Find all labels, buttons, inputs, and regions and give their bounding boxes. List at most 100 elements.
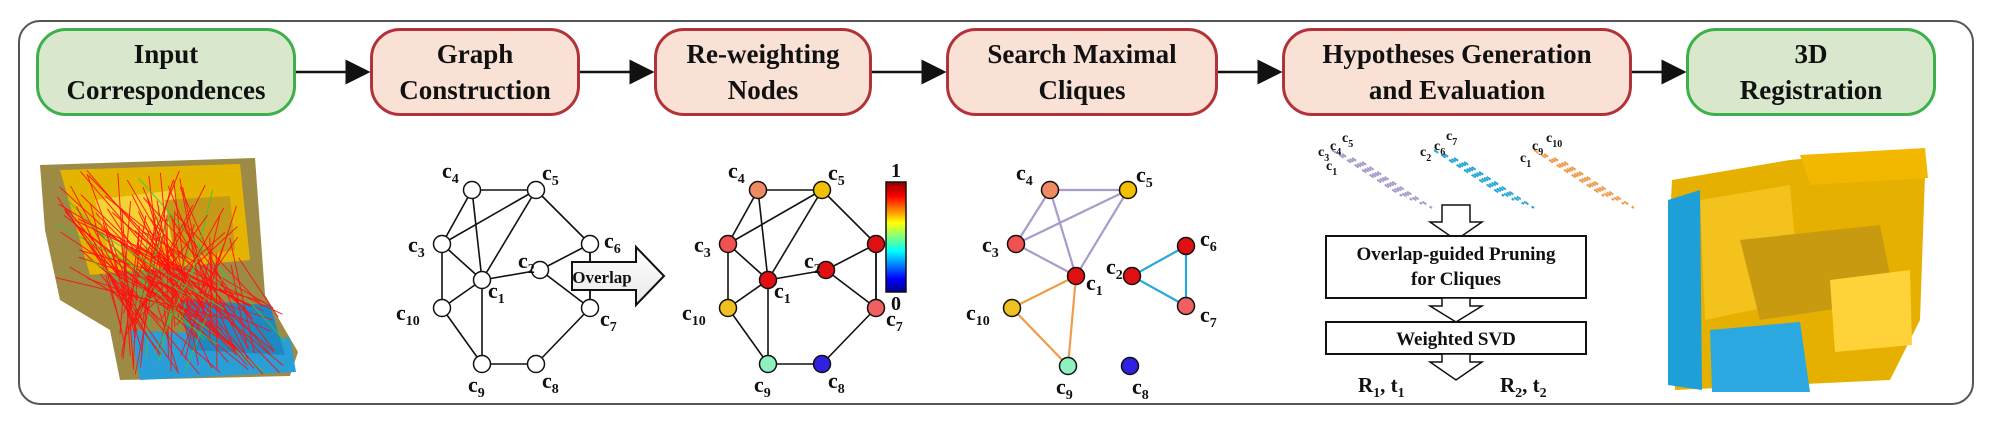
correspondence-line (114, 259, 199, 340)
node-c7 (1176, 296, 1196, 316)
node-label-c1: c1 (488, 278, 505, 307)
clique-edge (1015, 243, 1077, 277)
clique-edge (1048, 189, 1078, 277)
node-c10 (718, 298, 738, 318)
graph-edge (441, 307, 483, 365)
node-label-c5: c5 (1136, 162, 1153, 191)
correspondence-line (148, 175, 169, 337)
node-c7 (580, 298, 600, 318)
node-label-c10: c10 (966, 300, 990, 329)
node-label-c8: c8 (542, 368, 559, 397)
node-c3 (718, 234, 738, 254)
correspondence-line (180, 243, 225, 356)
stage-label-line2: and Evaluation (1368, 75, 1546, 105)
stage-graph-construction: Graph Construction (370, 28, 580, 116)
node-c4 (1040, 180, 1060, 200)
hypothesis-correspondence-line (1361, 161, 1433, 209)
graph-edge (539, 269, 591, 309)
graph-edge (471, 189, 483, 281)
node-c9 (472, 354, 492, 374)
node-c1 (758, 270, 778, 290)
node-label-c3: c3 (982, 232, 999, 261)
stage-label-line1: Re-weighting (686, 39, 840, 69)
correspondence-line (153, 246, 204, 355)
overlap-arrow: Overlap (571, 244, 666, 308)
stage-label-line1: Search Maximal (987, 39, 1177, 69)
node-label-c4: c4 (442, 158, 459, 187)
correspondence-line (124, 204, 194, 338)
colorbar-max-label: 1 (891, 160, 901, 182)
graph-edge (825, 243, 877, 271)
correspondence-line (80, 249, 221, 373)
node-label-c4: c4 (1016, 160, 1033, 189)
correspondence-line (75, 224, 192, 318)
correspondence-line (65, 197, 205, 341)
correspondence-line (170, 210, 176, 372)
correspondence-line (230, 264, 248, 349)
hypothesis-1-label: R1, t1 (1358, 373, 1405, 401)
weighted-svd-label: Weighted SVD (1396, 329, 1516, 350)
clique-edge (1015, 189, 1129, 245)
correspondence-line (156, 200, 180, 318)
correspondence-line (175, 213, 264, 308)
correspondence-line (54, 223, 199, 301)
graph-edge (767, 269, 827, 281)
node-label-c5: c5 (828, 160, 845, 189)
stage-label-line2: Nodes (727, 75, 799, 105)
correspondence-line (180, 224, 275, 352)
graph-edge (821, 307, 877, 365)
clique-edge (1075, 189, 1129, 277)
weighted-svd-box (1325, 321, 1587, 355)
hypothesis-correspondence-line (1433, 149, 1505, 197)
node-label-c7: c7 (600, 306, 617, 335)
node-c2 (1122, 266, 1142, 286)
correspondence-line (111, 212, 275, 353)
hypothesis-2-label: R2, t2 (1500, 373, 1547, 401)
node-label-c4: c4 (1330, 139, 1341, 158)
node-label-c9: c9 (754, 372, 771, 401)
registration-result-image (1668, 148, 1928, 392)
correspondence-line (70, 185, 146, 325)
node-c6 (1176, 236, 1196, 256)
correspondence-line (229, 238, 255, 354)
node-c6 (580, 234, 600, 254)
overlap-label: Overlap (572, 268, 632, 287)
correspondence-line (184, 215, 221, 360)
stage-label-line2: Registration (1739, 75, 1883, 105)
down-arrow-icon (1427, 297, 1485, 323)
node-label-c1: c1 (1520, 151, 1531, 170)
node-label-c3: c3 (694, 232, 711, 261)
stage-label-line2: Correspondences (66, 75, 266, 105)
stage-label-line1: Graph (436, 39, 514, 69)
node-label-c7: c7 (1200, 302, 1217, 331)
node-c8 (1120, 356, 1140, 376)
hypothesis-correspondence-line (1563, 161, 1635, 209)
stage-3d-registration: 3D Registration (1686, 28, 1936, 116)
node-c3 (432, 234, 452, 254)
clique-edge (1131, 245, 1187, 277)
correspondence-line (238, 257, 279, 318)
graph-edge (535, 189, 591, 245)
node-c4 (462, 180, 482, 200)
graph-edge (535, 307, 591, 365)
correspondence-line (167, 185, 237, 354)
node-c5 (812, 180, 832, 200)
correspondence-line (121, 208, 135, 370)
correspondence-line (55, 277, 226, 320)
correspondence-line (126, 271, 249, 370)
node-c2 (530, 260, 550, 280)
correspondence-line (102, 222, 137, 338)
hypothesis-correspondence-line (1553, 157, 1625, 205)
graph-edge (821, 189, 877, 245)
node-label-c3: c3 (408, 232, 425, 261)
node-label-c7: c7 (886, 306, 903, 335)
hypothesis-correspondence-line (1453, 157, 1525, 205)
clique-edge (1015, 189, 1051, 245)
correspondence-line (100, 274, 162, 355)
clique-edge (1011, 275, 1077, 309)
stage-label-line1: 3D (1794, 39, 1828, 69)
node-c5 (1118, 180, 1138, 200)
colorbar: 1 0 (885, 160, 907, 315)
